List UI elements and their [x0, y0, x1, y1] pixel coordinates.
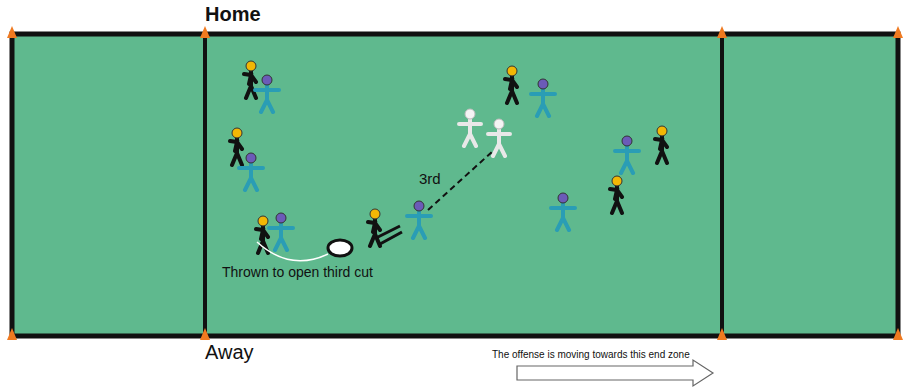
team-label: Away [205, 341, 254, 364]
direction-arrow [517, 360, 713, 386]
cones [7, 26, 903, 340]
players [230, 61, 667, 253]
field [12, 34, 898, 336]
cut-label: 3rd [417, 170, 443, 187]
disc [328, 240, 352, 256]
end-zone-line [203, 34, 207, 336]
direction-note: The offense is moving towards this end z… [492, 349, 690, 360]
throw-label: Thrown to open third cut [222, 264, 373, 280]
end-zone-line [720, 34, 724, 336]
team-label: Home [205, 3, 261, 26]
throw-path [257, 242, 328, 261]
mark-arms [376, 226, 402, 244]
